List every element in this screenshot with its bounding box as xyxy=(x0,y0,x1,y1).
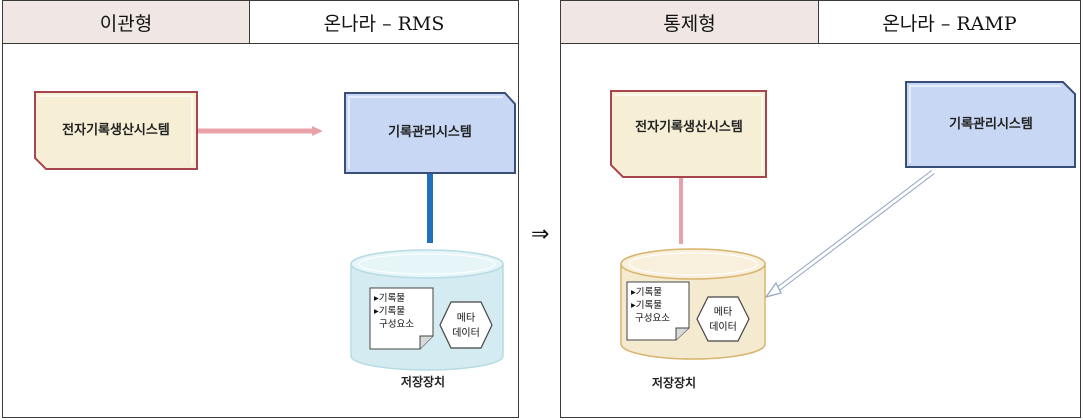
doc-line-2: ▸기록물 xyxy=(631,300,662,311)
meta-line-1: 메타 xyxy=(714,306,732,318)
storage-label: 저장장치 xyxy=(652,375,696,390)
left-type-label: 이관형 xyxy=(3,1,250,43)
producer-label: 전자기록생산시스템 xyxy=(635,119,743,135)
doc-line-3: 구성요소 xyxy=(379,319,414,330)
doc-line-1: ▸기록물 xyxy=(631,287,662,298)
doc-line-1: ▸기록물 xyxy=(374,293,405,304)
storage-cylinder: ▸기록물 ▸기록물 구성요소 메타 데이터 저장장치 xyxy=(620,248,766,390)
doc-line-2: ▸기록물 xyxy=(374,306,405,317)
right-diagram: 전자기록생산시스템 기록관리시스템 ▸기록물 ▸기록물 xyxy=(610,81,1076,390)
producer-label: 전자기록생산시스템 xyxy=(62,122,170,138)
meta-line-2: 데이터 xyxy=(452,327,480,339)
manager-label: 기록관리시스템 xyxy=(949,116,1033,132)
manager-box: 기록관리시스템 xyxy=(344,92,516,174)
producer-box: 전자기록생산시스템 xyxy=(610,90,767,178)
storage-label: 저장장치 xyxy=(401,374,445,389)
record-document-icon: ▸기록물 ▸기록물 구성요소 xyxy=(369,287,434,350)
meta-line-1: 메타 xyxy=(457,312,475,324)
right-panel: 통제형 온나라 – RAMP 전자기록생산시스템 기록관리시스템 xyxy=(560,0,1081,418)
left-diagram: 전자기록생산시스템 기록관리시스템 ▸기록물 ▸기록물 구 xyxy=(34,91,516,389)
manager-label: 기록관리시스템 xyxy=(388,124,472,140)
left-system-label: 온나라 – RMS xyxy=(250,1,518,43)
metadata-hexagon-icon: 메타 데이터 xyxy=(696,296,750,342)
right-header: 통제형 온나라 – RAMP xyxy=(561,1,1080,44)
manager-box: 기록관리시스템 xyxy=(905,81,1076,168)
transition-arrow-icon: ⇒ xyxy=(531,222,550,247)
producer-box: 전자기록생산시스템 xyxy=(34,91,198,170)
doc-line-3: 구성요소 xyxy=(635,313,670,324)
transfer-arrow xyxy=(198,126,323,136)
left-panel: 이관형 온나라 – RMS 전자기록생산시스템 기록관리시스템 xyxy=(2,0,519,418)
left-header: 이관형 온나라 – RMS xyxy=(3,1,518,44)
right-type-label: 통제형 xyxy=(561,1,819,43)
record-document-icon: ▸기록물 ▸기록물 구성요소 xyxy=(626,281,690,341)
metadata-hexagon-icon: 메타 데이터 xyxy=(439,301,493,349)
storage-cylinder: ▸기록물 ▸기록물 구성요소 메타 데이터 저장장치 xyxy=(350,249,504,389)
right-system-label: 온나라 – RAMP xyxy=(819,1,1080,43)
meta-line-2: 데이터 xyxy=(709,321,737,333)
control-arrow xyxy=(764,170,935,299)
